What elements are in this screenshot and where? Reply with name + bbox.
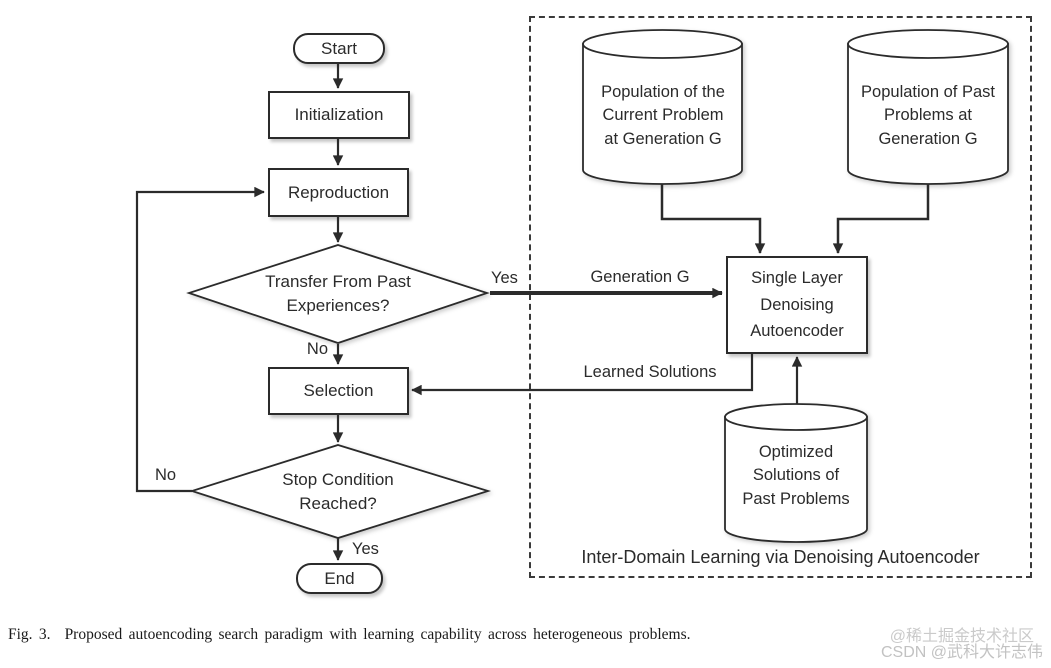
autoencoder-label: Single Layer Denoising Autoencoder <box>750 269 844 341</box>
end-node: End <box>296 563 383 594</box>
autoencoder-node: Single Layer Denoising Autoencoder <box>726 256 868 354</box>
figure-caption-text: Proposed autoencoding search paradigm wi… <box>64 626 691 643</box>
start-label: Start <box>321 38 357 58</box>
end-label: End <box>324 568 355 588</box>
transfer-decision-label: Transfer From Past Experiences? <box>265 271 411 315</box>
transfer-yes-label: Yes <box>491 269 518 287</box>
transfer-no-label: No <box>306 340 328 358</box>
inter-domain-dashed-box <box>529 16 1032 578</box>
initialization-node: Initialization <box>268 91 410 139</box>
figure-caption-number: Fig. 3. <box>8 626 51 643</box>
optimized-solutions-label: Optimized Solutions of Past Problems <box>742 442 850 508</box>
selection-label: Selection <box>303 381 374 400</box>
past-population-label: Population of Past Problems at Generatio… <box>861 82 995 148</box>
stop-yes-label: Yes <box>352 540 379 558</box>
watermark-community: @稀土掘金技术社区 <box>889 628 1034 645</box>
start-node: Start <box>293 33 385 64</box>
initialization-label: Initialization <box>294 105 384 124</box>
current-population-label: Population of the Current Problem at Gen… <box>601 82 725 148</box>
stop-no-label: No <box>155 466 177 484</box>
learned-solutions-label: Learned Solutions <box>583 363 717 381</box>
selection-node: Selection <box>268 367 409 415</box>
watermark-csdn: CSDN @武科大许志伟 <box>880 644 1043 661</box>
inter-domain-box-label: Inter-Domain Learning via Denoising Auto… <box>581 547 980 567</box>
reproduction-node: Reproduction <box>268 168 409 217</box>
generation-g-label: Generation G <box>590 268 690 286</box>
figure-caption: Fig. 3. Proposed autoencoding search para… <box>8 626 691 644</box>
stop-decision-label: Stop Condition Reached? <box>282 469 394 513</box>
stop-no-loop-arrow <box>135 186 265 493</box>
reproduction-label: Reproduction <box>287 182 390 202</box>
